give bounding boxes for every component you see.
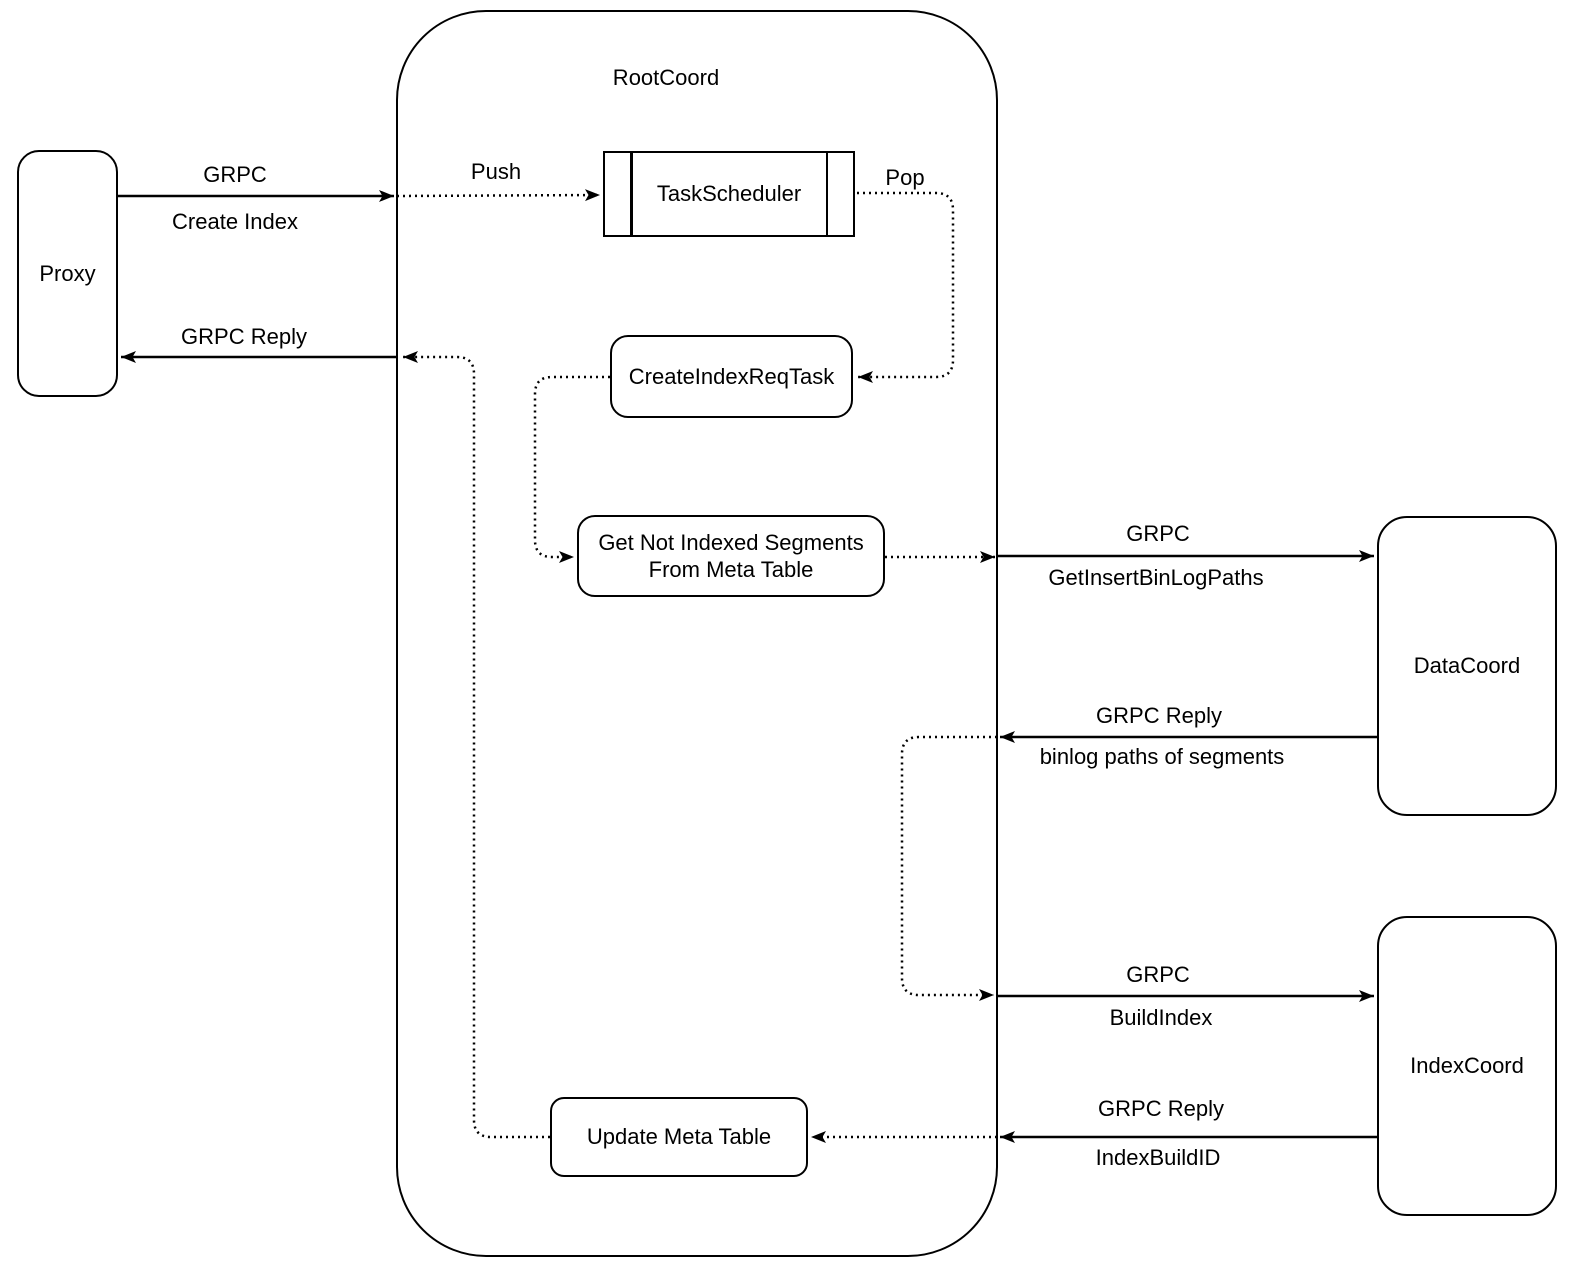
label-grpc-build-index-protocol: GRPC — [1126, 962, 1190, 987]
edge-update-meta-to-reply — [403, 351, 550, 1139]
label-grpc-create-index-protocol: GRPC — [203, 162, 267, 187]
task-scheduler-left-bar — [630, 153, 633, 235]
rootcoord-title: RootCoord — [612, 65, 720, 90]
label-grpc-reply-to-proxy: GRPC Reply — [181, 324, 307, 349]
update-meta-table-node: Update Meta Table — [550, 1097, 808, 1177]
edge-push — [396, 189, 601, 202]
edge-pop — [857, 191, 955, 383]
datacoord-label: DataCoord — [1413, 653, 1521, 679]
datacoord-node: DataCoord — [1377, 516, 1557, 816]
rootcoord-container — [396, 10, 998, 1257]
create-index-req-task-label: CreateIndexReqTask — [628, 363, 835, 389]
label-grpc-reply-binlog-protocol: GRPC Reply — [1096, 703, 1222, 728]
label-pop: Pop — [885, 165, 925, 190]
get-not-indexed-segments-label-line1: Get Not Indexed Segments — [598, 529, 864, 555]
label-grpc-reply-index-payload: IndexBuildID — [1095, 1145, 1221, 1170]
label-grpc-create-index-method: Create Index — [172, 209, 298, 234]
get-not-indexed-segments-node: Get Not Indexed Segments From Meta Table — [577, 515, 885, 597]
edge-binlog-to-build-index-loop — [900, 735, 997, 1001]
label-grpc-reply-index-protocol: GRPC Reply — [1098, 1096, 1224, 1121]
task-scheduler-node: TaskScheduler — [603, 151, 855, 237]
create-index-req-task-node: CreateIndexReqTask — [610, 335, 853, 418]
proxy-node: Proxy — [17, 150, 118, 397]
label-grpc-reply-binlog-payload: binlog paths of segments — [1039, 744, 1285, 769]
label-push: Push — [470, 159, 522, 184]
get-not-indexed-segments-label-line2: From Meta Table — [648, 557, 814, 582]
proxy-label: Proxy — [39, 260, 96, 286]
label-grpc-build-index-method: BuildIndex — [1109, 1005, 1213, 1030]
task-scheduler-label: TaskScheduler — [656, 181, 802, 207]
label-grpc-get-insert-protocol: GRPC — [1126, 521, 1190, 546]
task-scheduler-right-bar — [825, 153, 828, 235]
indexcoord-node: IndexCoord — [1377, 916, 1557, 1216]
indexcoord-label: IndexCoord — [1410, 1053, 1524, 1079]
update-meta-table-label: Update Meta Table — [586, 1124, 772, 1150]
label-grpc-get-insert-method: GetInsertBinLogPaths — [1048, 565, 1264, 590]
